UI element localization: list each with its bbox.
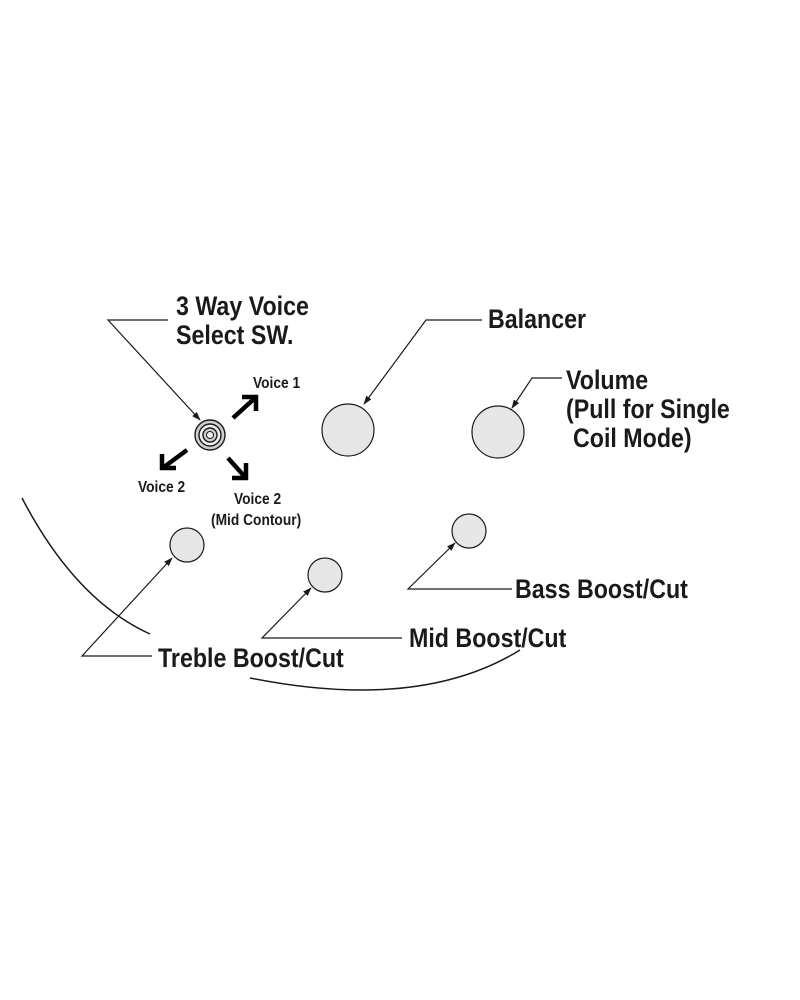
treble-label: Treble Boost/Cut (158, 643, 344, 673)
treble-leader (80, 557, 173, 657)
body-outline-left-curve (21, 497, 151, 635)
treble-knob[interactable] (169, 527, 205, 563)
mid-leader (260, 587, 402, 639)
body-outline-bottom-curve (249, 649, 521, 691)
bass-leader (406, 542, 512, 590)
voice2-mid-contour-label-line1: Voice 2 (234, 491, 282, 508)
balancer-label: Balancer (488, 304, 587, 334)
voice2-direction-arrow (159, 448, 189, 471)
balancer-knob[interactable] (321, 403, 375, 457)
voice-switch-leader (106, 319, 201, 421)
voice2-mid-contour-label-line2: (Mid Contour) (211, 512, 302, 529)
volume-knob[interactable] (471, 405, 525, 459)
voice-switch-label-line2: Select SW. (176, 320, 294, 350)
voice2-mid-contour-direction-arrow (226, 456, 249, 481)
volume-label-line2: (Pull for Single (566, 394, 730, 424)
volume-label-line3: Coil Mode) (573, 423, 692, 453)
voice1-direction-arrow (231, 394, 259, 420)
bass-knob[interactable] (451, 513, 487, 549)
mid-label: Mid Boost/Cut (409, 623, 567, 653)
voice1-label: Voice 1 (253, 375, 301, 392)
volume-leader (511, 377, 562, 409)
bass-label: Bass Boost/Cut (515, 574, 688, 604)
voice2-label: Voice 2 (138, 479, 186, 496)
voice-select-switch[interactable] (194, 419, 226, 451)
balancer-leader (363, 319, 482, 405)
voice-switch-label-line1: 3 Way Voice (176, 291, 309, 321)
mid-knob[interactable] (307, 557, 343, 593)
volume-label-line1: Volume (566, 365, 649, 395)
